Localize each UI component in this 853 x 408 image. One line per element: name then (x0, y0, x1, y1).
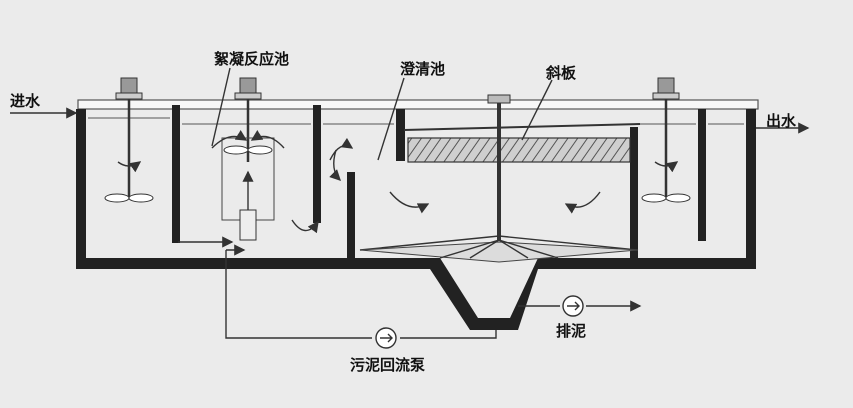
scraper-assembly (359, 94, 639, 263)
water-surface (88, 117, 744, 125)
tank-cover (77, 99, 759, 110)
sludge-return-pump-label: 污泥回流泵 (350, 356, 425, 374)
sludge-return-pipe (225, 244, 497, 339)
clarifier-label: 澄清池 (400, 60, 445, 78)
flocculation-tank-label: 絮凝反应池 (214, 50, 289, 68)
mixer-motor-icon (104, 77, 154, 203)
outlet-label: 出水 (766, 112, 797, 130)
sludge-discharge-label: 排泥 (556, 322, 586, 340)
inclined-plate-label: 斜板 (545, 64, 577, 82)
flow-arrow-icon (10, 107, 810, 248)
tank-walls (76, 109, 756, 330)
inclined-plates (403, 123, 641, 163)
mixer-motor-icon (221, 77, 275, 241)
leader-lines (211, 67, 553, 161)
inlet-label: 进水 (10, 92, 41, 110)
pump-icon (375, 327, 397, 349)
mixer-motor-icon (641, 77, 691, 203)
baffle-walls (172, 105, 706, 262)
pump-icon (562, 295, 584, 317)
